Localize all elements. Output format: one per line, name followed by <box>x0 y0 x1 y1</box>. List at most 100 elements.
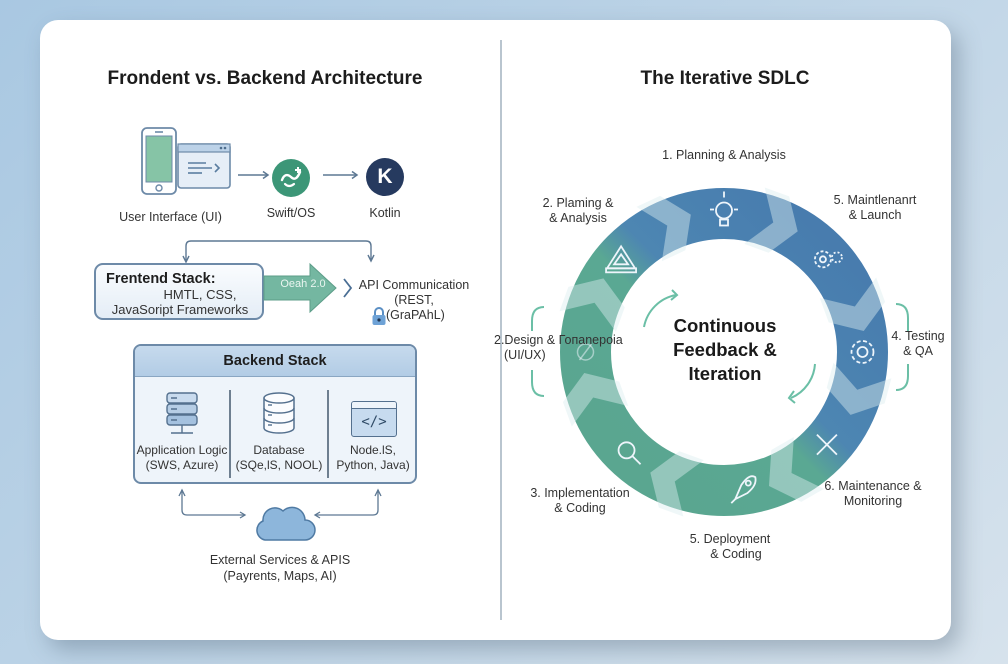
server-icon <box>166 392 198 434</box>
stage-line2: & QA <box>903 344 933 358</box>
ring-chevron <box>559 278 625 332</box>
code-glyph: </> <box>361 414 387 430</box>
pen-tool-icon <box>576 343 595 361</box>
database-icon <box>263 392 295 434</box>
stage-line1: 5. Deployment <box>689 532 771 546</box>
stage-line2: & Launch <box>848 208 902 222</box>
feedback-arrow-icon <box>790 363 816 399</box>
magnifier-icon <box>617 441 642 465</box>
stage-line2: Monitoring <box>843 494 903 508</box>
ring-chevron <box>826 362 892 415</box>
api-label-line3: (GraPAhL) <box>386 308 445 322</box>
ring-chevron <box>769 436 824 502</box>
app-logic-label: Application Logic (SWS, Azure) <box>135 443 229 473</box>
backend-col-app-logic: Application Logic (SWS, Azure) <box>135 377 229 482</box>
stage-line1: 3. Implementation <box>530 486 630 500</box>
swift-label: Swift/OS <box>266 206 316 220</box>
feedback-arrowhead-icon <box>787 390 796 404</box>
ui-label: User Interface (UI) <box>119 210 222 224</box>
stage-line1: 5. Maintlenanrt <box>833 193 917 207</box>
stage-line2: & Coding <box>710 547 762 561</box>
feedback-connector <box>182 240 375 264</box>
external-services-line1: External Services & APIS <box>209 553 351 567</box>
ruler-triangle-icon <box>605 244 637 274</box>
center-line2: Feedback & <box>673 339 777 360</box>
database-label: Database (SQe,lS, NOOL) <box>231 443 327 473</box>
stage-line1: 2. Plaming & <box>542 196 614 210</box>
stage-line2: & Coding <box>554 501 606 515</box>
rocket-icon <box>730 475 757 504</box>
stage-label-implementation: 3. Implementation & Coding <box>525 486 635 516</box>
arrow-right-icon <box>323 170 359 180</box>
oauth-label: Oeah 2.0 <box>280 278 326 290</box>
feedback-arrowhead-icon <box>670 289 679 301</box>
ring-chevron <box>650 451 704 517</box>
stage-label-maintenance-launch: 5. Maintlenanrt & Launch <box>820 193 930 223</box>
runtimes-line2: Python, Java) <box>336 458 410 472</box>
backend-col-database: Database (SQe,lS, NOOL) <box>231 377 327 482</box>
ring-chevron <box>636 195 691 262</box>
phone-browser-icon <box>141 127 231 195</box>
app-logic-line2: (SWS, Azure) <box>145 458 219 472</box>
bracket-icon <box>531 306 545 331</box>
diagram-card <box>40 20 951 640</box>
external-connectors <box>178 488 382 519</box>
backend-separator <box>327 390 329 478</box>
frontend-stack-box: Frentend Stack: HMTL, CSS, JavaSoript Fr… <box>94 263 264 320</box>
backend-stack-box: Backend Stack Application Logic (SWS, Az… <box>133 344 417 484</box>
database-line2: (SQe,lS, NOOL) <box>235 458 323 472</box>
arrow-right-icon <box>238 170 270 180</box>
app-logic-line1: Application Logic <box>136 443 228 457</box>
runtimes-line1: Node.lS, <box>349 443 397 457</box>
stage-label-deployment: 5. Deployment & Coding <box>680 532 780 562</box>
wrench-screwdriver-icon <box>816 434 838 456</box>
bracket-icon <box>895 303 909 332</box>
frontend-tech-line2: JavaSoript Frameworks <box>111 302 249 317</box>
runtimes-label: Node.lS, Python, Java) <box>329 443 415 473</box>
ring-chevron <box>744 187 798 253</box>
code-window-icon: </> <box>351 401 397 437</box>
stage-line1: 4. Testing <box>891 329 945 343</box>
feedback-arrow-icon <box>643 294 677 328</box>
stage-label-design: 2.Design & Гопаnepoia (UI/UX) <box>494 333 623 363</box>
swift-logo-icon <box>272 159 310 197</box>
gear-icon <box>850 340 875 364</box>
stage-line1: 6. Maintenance & <box>824 479 922 493</box>
api-label-line1: API Communication <box>358 278 470 292</box>
center-line3: Iteration <box>688 363 762 384</box>
code-window-titlebar <box>352 402 396 409</box>
bracket-icon <box>895 364 909 391</box>
architecture-title: Frondent vs. Backend Architecture <box>107 68 423 89</box>
bracket-icon <box>531 370 545 397</box>
kotlin-logo-icon: K <box>366 158 404 196</box>
center-line1: Continuous <box>673 315 777 336</box>
stage-line2: (UI/UX) <box>504 348 546 362</box>
frontend-stack-tech: HMTL, CSS, JavaSoript Frameworks <box>96 287 264 317</box>
database-line1: Database <box>253 443 305 457</box>
stage-label-planning-top: 1. Planning & Analysis <box>662 148 786 162</box>
backend-col-runtimes: </> Node.lS, Python, Java) <box>329 377 415 482</box>
stage-label-testing: 4. Testing & QA <box>888 329 948 359</box>
backend-separator <box>229 390 231 478</box>
frontend-tech-line1: HMTL, CSS, <box>163 287 237 302</box>
api-label-line2: (REST, <box>394 293 434 307</box>
stage-line1: 2.Design & Гопаnepoia <box>494 333 623 347</box>
stage-line2: & Analysis <box>549 211 607 225</box>
gears-icon <box>814 250 843 269</box>
sdlc-ring <box>531 187 909 517</box>
external-services-line2: (Payrents, Maps, AI) <box>223 569 337 583</box>
stage-label-planning-left: 2. Plaming & & Analysis <box>538 196 618 226</box>
panel-divider <box>500 40 502 620</box>
cloud-icon <box>256 506 316 541</box>
kotlin-label: Kotlin <box>369 206 401 220</box>
center-caption: Continuous Feedback & Iteration <box>644 314 806 386</box>
stage-label-maintenance-monitoring: 6. Maintenance & Monitoring <box>818 479 928 509</box>
frontend-stack-heading: Frentend Stack: <box>106 271 216 287</box>
ring-chevron <box>562 373 629 427</box>
backend-stack-heading: Backend Stack <box>135 346 415 377</box>
sdlc-title: The Iterative SDLC <box>640 68 810 89</box>
oauth-arrow <box>263 262 353 314</box>
ring-chevron <box>819 277 886 331</box>
lock-icon <box>372 307 386 325</box>
lightbulb-icon <box>710 191 738 227</box>
